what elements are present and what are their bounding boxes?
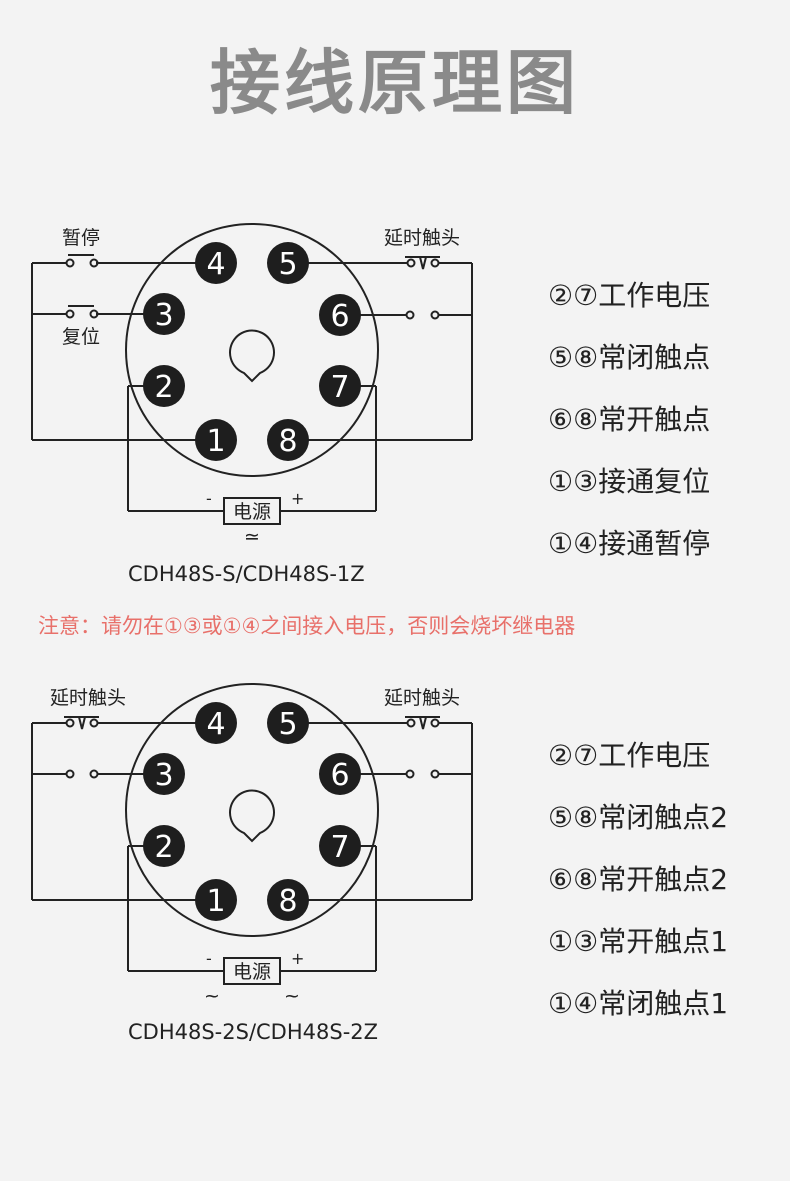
pin-5: 5 (267, 242, 309, 284)
legend-item: ⑤⑧常闭触点2 (548, 801, 729, 834)
svg-text:4: 4 (206, 247, 225, 282)
pin-7: 7 (319, 825, 361, 867)
svg-text:8: 8 (278, 424, 297, 459)
pin-6: 6 (319, 753, 361, 795)
legend-item: ①③接通复位 (548, 465, 711, 498)
pin-4: 4 (195, 702, 237, 744)
timed-contact-label: 延时触头 (384, 227, 460, 249)
plus-sign: + (291, 949, 304, 968)
pin-2: 2 (143, 825, 185, 867)
ac-symbol-right: ~ (284, 985, 300, 1007)
ac-dc-symbol: ≃ (244, 526, 260, 548)
reset-label: 复位 (62, 326, 100, 348)
svg-text:4: 4 (206, 707, 225, 742)
power-label: 电源 (233, 961, 271, 983)
pin-7: 7 (319, 365, 361, 407)
pause-label: 暂停 (62, 227, 100, 249)
svg-text:3: 3 (154, 298, 173, 333)
svg-text:6: 6 (330, 299, 349, 334)
svg-text:2: 2 (154, 370, 173, 405)
pin-4: 4 (195, 242, 237, 284)
legend-1: ②⑦工作电压 ⑤⑧常闭触点 ⑥⑧常开触点 ①③接通复位 ①④接通暂停 (548, 278, 710, 588)
svg-text:5: 5 (278, 707, 297, 742)
svg-text:2: 2 (154, 830, 173, 865)
model-label-1: CDH48S-S/CDH48S-1Z (128, 562, 365, 586)
legend-item: ②⑦工作电压 (548, 279, 711, 312)
svg-text:1: 1 (206, 424, 225, 459)
svg-text:6: 6 (330, 758, 349, 793)
legend-2: ②⑦工作电压 ⑤⑧常闭触点2 ⑥⑧常开触点2 ①③常开触点1 ①④常闭触点1 (548, 738, 728, 1048)
pin-3: 3 (143, 293, 185, 335)
socket-key (229, 329, 275, 383)
pin-3: 3 (143, 753, 185, 795)
legend-item: ①③常开触点1 (548, 925, 729, 958)
timed-contact-label-left: 延时触头 (50, 687, 126, 709)
pin-5: 5 (267, 702, 309, 744)
timed-contact-label-right: 延时触头 (384, 687, 460, 709)
power-box (223, 497, 281, 525)
legend-item: ⑥⑧常开触点 (548, 403, 711, 436)
wiring-diagram-2-svg: 4 5 3 6 2 7 1 8 延时触头 延时触头 电源 - + ~ ~ (31, 683, 473, 1007)
socket-key (229, 789, 275, 843)
pin-8: 8 (267, 419, 309, 461)
socket-outline (125, 683, 379, 937)
legend-item: ①④接通暂停 (548, 527, 711, 560)
svg-text:1: 1 (206, 884, 225, 919)
minus-sign: - (206, 489, 212, 508)
power-box (223, 957, 281, 985)
svg-text:3: 3 (154, 758, 173, 793)
pin-1: 1 (195, 419, 237, 461)
model-label-2: CDH48S-2S/CDH48S-2Z (128, 1020, 379, 1044)
pin-1: 1 (195, 879, 237, 921)
legend-item: ⑥⑧常开触点2 (548, 863, 729, 896)
plus-sign: + (291, 489, 304, 508)
page-title: 接线原理图 (210, 42, 580, 124)
svg-text:7: 7 (330, 830, 349, 865)
pin-8: 8 (267, 879, 309, 921)
power-label: 电源 (233, 501, 271, 523)
wiring-diagram-1-svg: 4 5 3 6 2 7 1 8 暂停 复位 延时触头 电源 - + ≃ (31, 223, 473, 548)
socket-outline (125, 223, 379, 477)
svg-text:8: 8 (278, 884, 297, 919)
svg-text:5: 5 (278, 247, 297, 282)
ac-symbol-left: ~ (204, 985, 220, 1007)
wiring-diagram-1: 4 5 3 6 2 7 1 8 暂停 复位 延时触头 电源 - + ≃ CDH4… (0, 200, 520, 600)
pin-6: 6 (319, 294, 361, 336)
pin-2: 2 (143, 365, 185, 407)
legend-item: ②⑦工作电压 (548, 739, 711, 772)
minus-sign: - (206, 949, 212, 968)
legend-item: ⑤⑧常闭触点 (548, 341, 711, 374)
legend-item: ①④常闭触点1 (548, 987, 729, 1020)
svg-text:7: 7 (330, 370, 349, 405)
wiring-diagram-2: 4 5 3 6 2 7 1 8 延时触头 延时触头 电源 - + ~ ~ CDH… (0, 660, 520, 1060)
warning-notice: 注意：请勿在①③或①④之间接入电压，否则会烧坏继电器 (38, 614, 576, 638)
